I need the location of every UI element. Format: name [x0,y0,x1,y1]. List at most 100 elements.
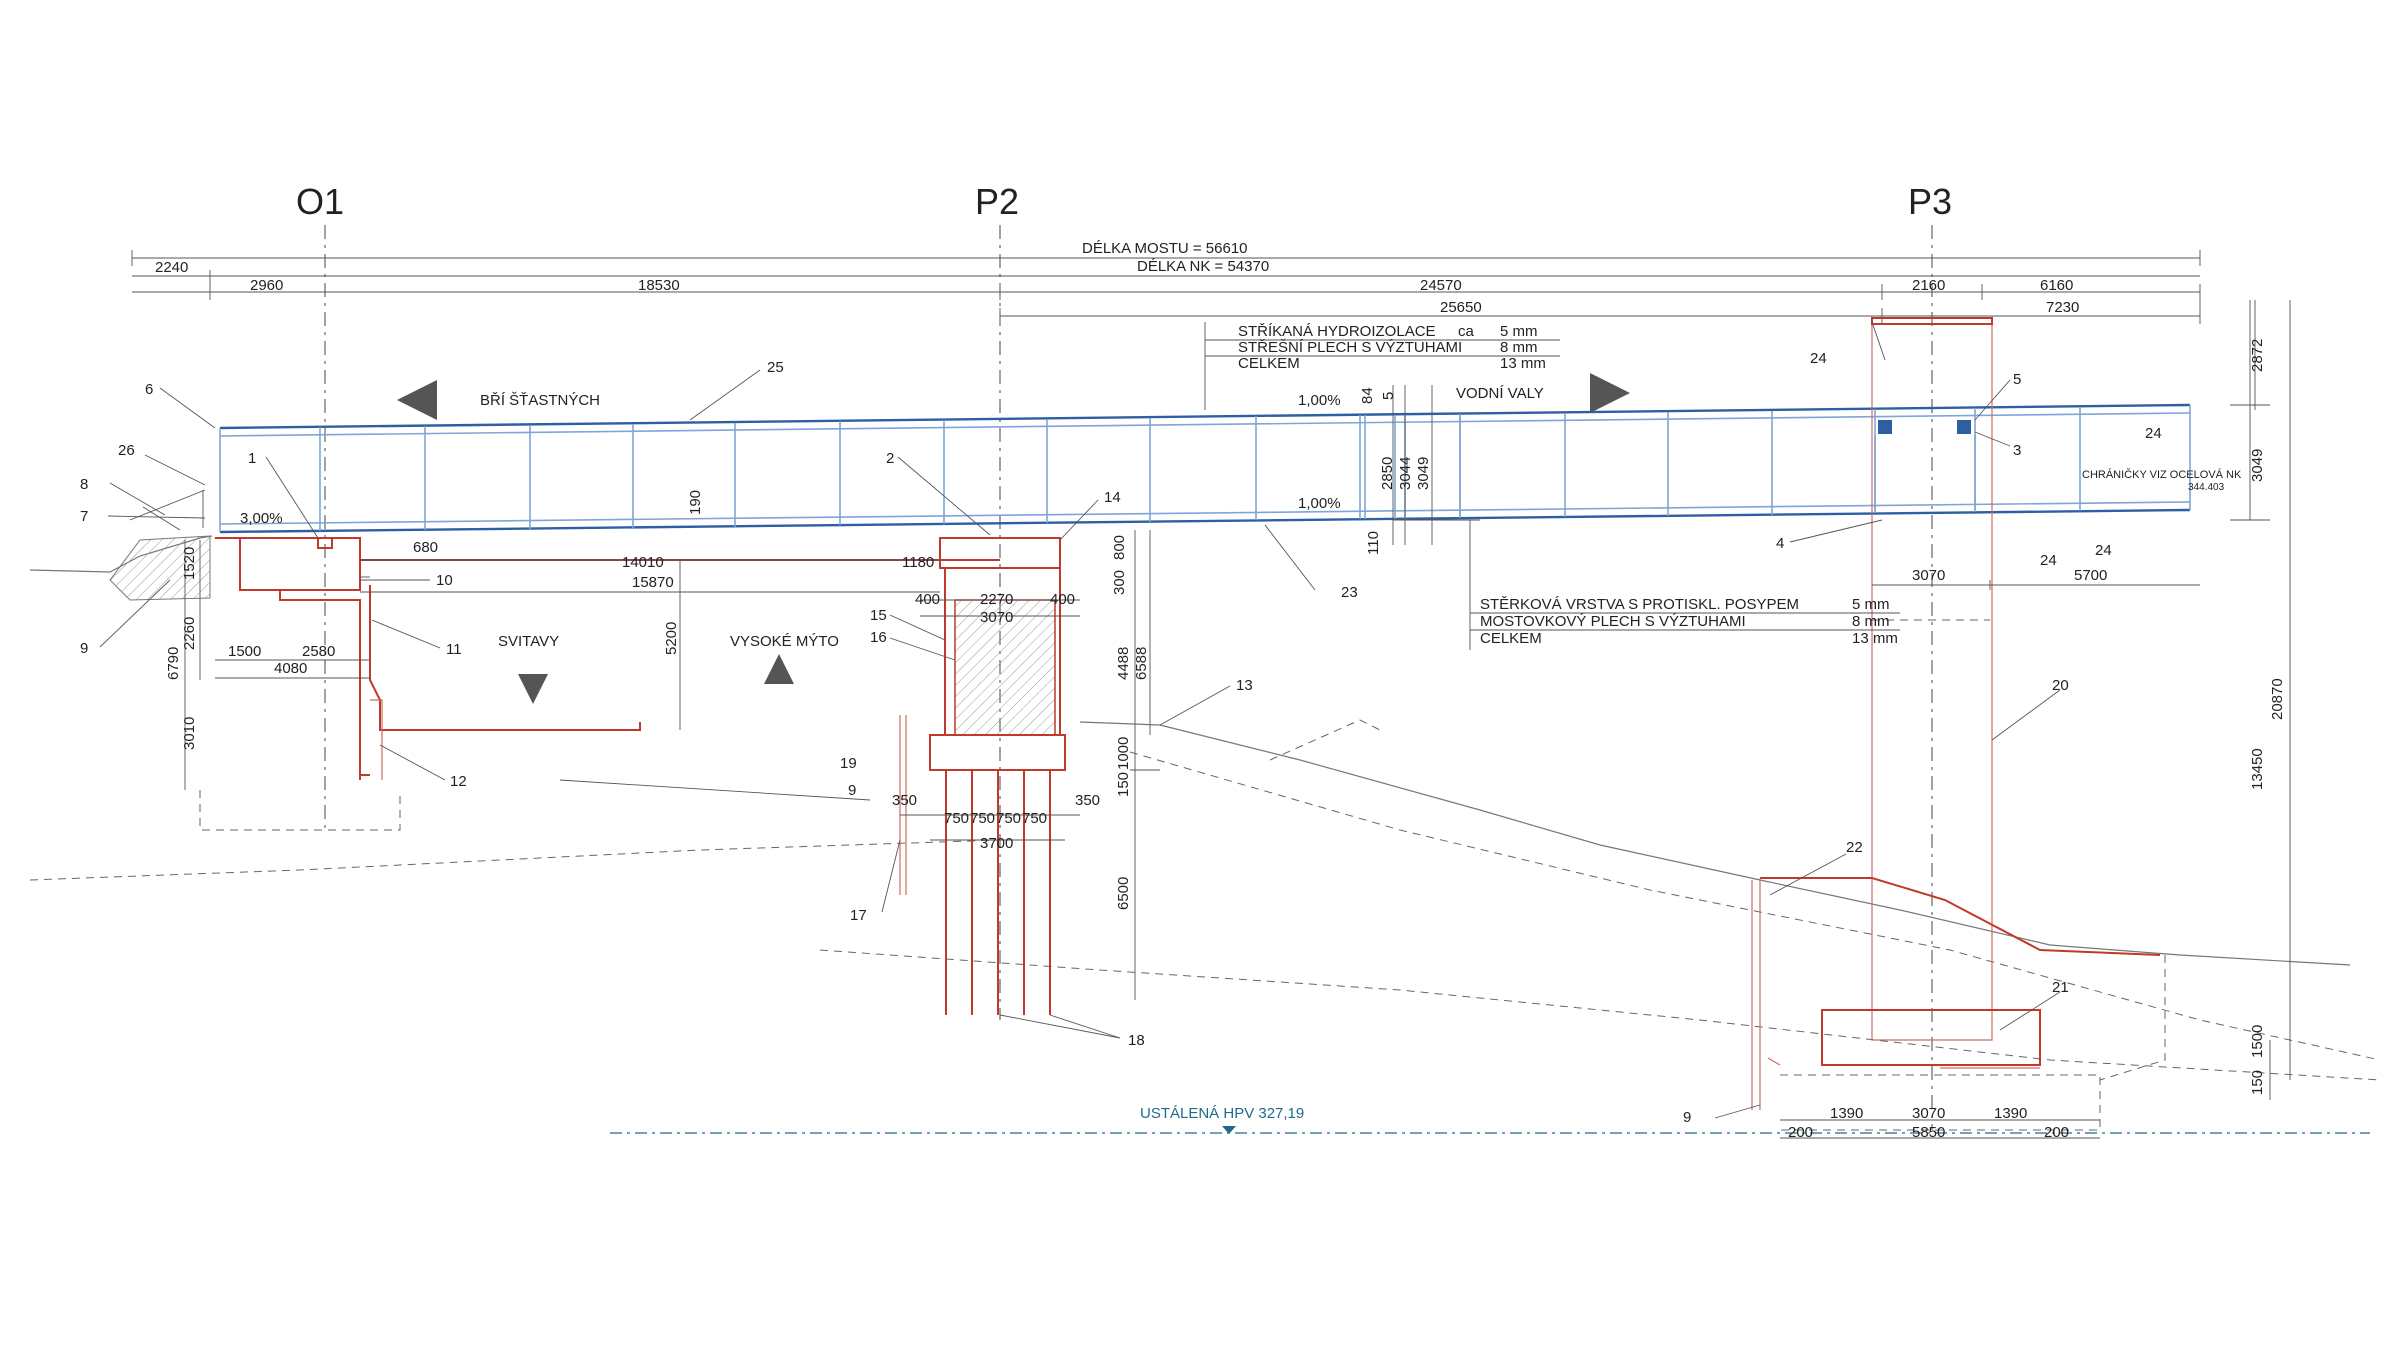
callout-17: 17 [850,907,867,924]
callout-leaders [99,321,2061,1119]
terrain-lines [29,535,2381,1081]
roof-layer-1-value: 5 mm [1500,323,1538,340]
dim-13450: 13450 [2249,748,2266,790]
callout-7: 7 [80,508,88,525]
note-chranicky-ref: 344.403 [2188,482,2225,493]
pier-p3 [1751,317,2166,1131]
dim-4080: 4080 [274,660,307,677]
callout-23: 23 [1341,584,1358,601]
deck-layer-2: MOSTOVKOVÝ PLECH S VÝZTUHAMI [1480,613,1746,630]
callout-3: 3 [2013,442,2021,459]
dim-1000: 1000 [1115,737,1132,770]
slope-deck: 1,00% [1298,495,1341,512]
dim-top-7230: 7230 [2046,299,2079,316]
dim-350-right: 350 [1075,792,1100,809]
axis-label-o1: O1 [296,181,344,222]
water-level-marker [1222,1126,1236,1134]
dim-3700: 3700 [980,835,1013,852]
dim-3044: 3044 [1397,457,1414,490]
dim-3070-p3: 3070 [1912,567,1945,584]
dim-400-left: 400 [915,591,940,608]
dim-200-left: 200 [1788,1124,1813,1141]
callout-11: 11 [446,641,462,658]
steel-truss [219,403,2191,534]
dim-300: 300 [1111,570,1128,595]
dim-2872: 2872 [2249,339,2266,372]
callout-24-right: 24 [2095,542,2112,559]
dim-1500-p3: 1500 [2249,1025,2266,1058]
under-mid-label: VYSOKÉ MÝTO [730,633,839,650]
dim-3070-p2: 3070 [980,609,1013,626]
dim-5200: 5200 [663,622,680,655]
dim-top-6160: 6160 [2040,277,2073,294]
callout-6: 6 [145,381,153,398]
dim-150-p3: 150 [2249,1070,2266,1095]
roof-layer-3: CELKEM [1238,355,1300,372]
dim-5850: 5850 [1912,1124,1945,1141]
slope-roof: 1,00% [1298,392,1341,409]
callout-24-top: 24 [1810,350,1827,367]
dim-top-25650: 25650 [1440,299,1482,316]
callout-20: 20 [2052,677,2069,694]
dim-1390-right: 1390 [1994,1105,2027,1122]
dim-800: 800 [1111,535,1128,560]
dim-1500: 1500 [228,643,261,660]
dim-delka-mostu: DÉLKA MOSTU = 56610 [1082,240,1248,257]
dim-150: 150 [1115,772,1132,797]
dim-top-2240: 2240 [155,259,188,276]
dim-750-1: 750 [944,810,969,827]
dim-750-3: 750 [996,810,1021,827]
direction-left-label: BŘÍ ŠŤASTNÝCH [480,392,600,409]
deck-layer-1-value: 5 mm [1852,596,1890,613]
callout-2: 2 [886,450,894,467]
dim-top-24570: 24570 [1420,277,1462,294]
callout-15: 15 [870,607,887,624]
callout-12: 12 [450,773,467,790]
callout-9-o1: 9 [80,640,88,657]
axis-label-p3: P3 [1908,181,1952,222]
dim-5: 5 [1380,392,1397,400]
dim-20870: 20870 [2269,678,2286,720]
overall-dimension-lines [131,250,2201,324]
dim-6790: 6790 [165,647,182,680]
dim-1180: 1180 [902,554,934,571]
note-water-level: USTÁLENÁ HPV 327,19 [1140,1105,1304,1122]
dim-14010: 14010 [622,554,664,571]
dim-4488: 4488 [1115,647,1132,680]
callout-24-far: 24 [2145,425,2162,442]
dim-750-4: 750 [1022,810,1047,827]
callout-4: 4 [1776,535,1784,552]
callout-24-mid: 24 [2040,552,2057,569]
dim-680: 680 [413,539,438,556]
dim-84: 84 [1359,387,1376,404]
note-chranicky: CHRÁNIČKY VIZ OCELOVÁ NK [2082,468,2242,481]
roof-layer-2: STŘEŠNÍ PLECH S VÝZTUHAMI [1238,339,1462,356]
dim-2850: 2850 [1379,457,1396,490]
dim-3070-found: 3070 [1912,1105,1945,1122]
callout-21: 21 [2052,979,2069,996]
callout-22: 22 [1846,839,1863,856]
deck-layer-3-value: 13 mm [1852,630,1898,647]
dim-110: 110 [1365,531,1382,555]
callout-10: 10 [436,572,453,589]
axis-label-p2: P2 [975,181,1019,222]
callout-5: 5 [2013,371,2021,388]
dim-190: 190 [687,490,704,515]
callout-9-p3: 9 [1683,1109,1691,1126]
dim-750-2: 750 [970,810,995,827]
dim-3010: 3010 [181,717,198,750]
bridge-dim-lines [1392,300,2291,1080]
pier-p2 [899,537,1066,1015]
callout-8: 8 [80,476,88,493]
callout-18: 18 [1128,1032,1145,1049]
pier-dim-lines [900,599,1080,841]
deck-layer-3: CELKEM [1480,630,1542,647]
slope-abutment: 3,00% [240,510,283,527]
dim-top-2960: 2960 [250,277,283,294]
p3-dim-lines [1780,300,2271,1139]
dim-2270: 2270 [980,591,1013,608]
dim-top-2160: 2160 [1912,277,1945,294]
dim-400-right: 400 [1050,591,1075,608]
dim-6588: 6588 [1133,647,1150,680]
dim-350-left: 350 [892,792,917,809]
